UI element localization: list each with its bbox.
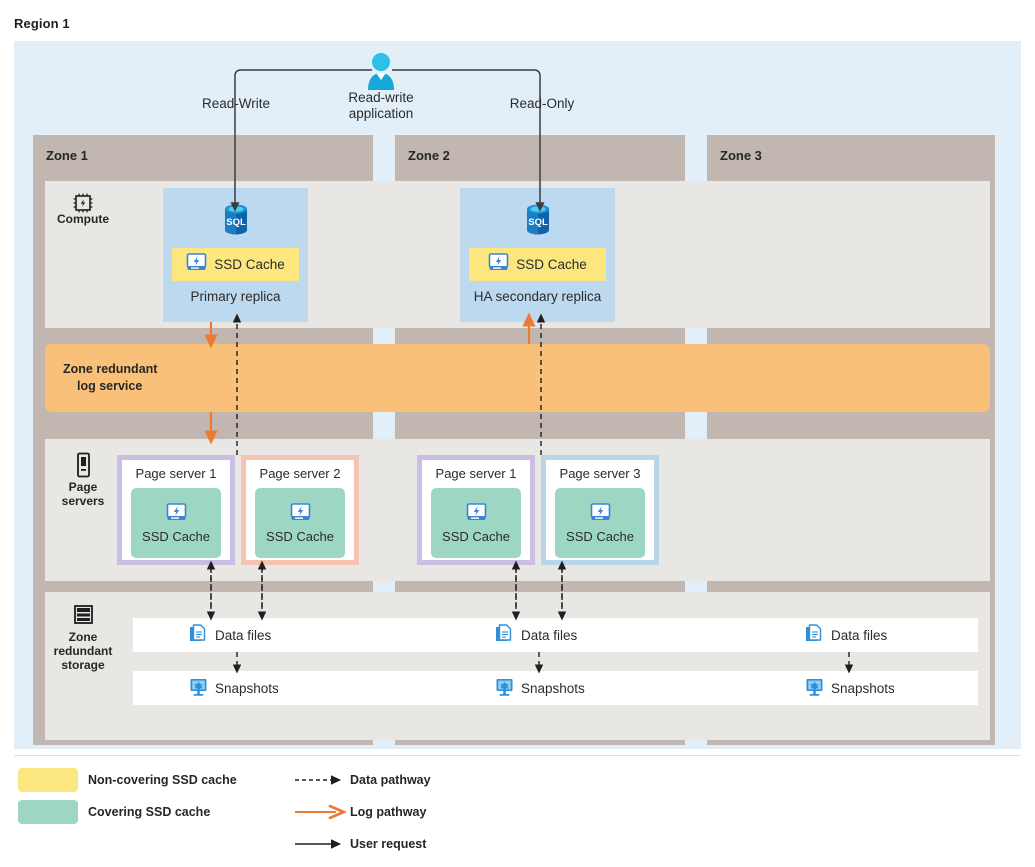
ha-secondary-replica-card[interactable]: SQL SSD Cache HA secondary replica xyxy=(460,188,615,322)
snapshots-label: Snapshots xyxy=(215,680,279,696)
page-servers-label-line1: Page xyxy=(68,480,98,494)
legend-label-data-pathway: Data pathway xyxy=(350,773,431,787)
app-label-line2: application xyxy=(348,106,414,121)
storage-row-label: Zone redundant storage xyxy=(48,630,118,672)
ssd-drive-icon xyxy=(466,502,487,527)
snapshots-cell-1[interactable]: Snapshots xyxy=(189,671,279,705)
log-service-label: Zone redundant log service xyxy=(63,361,157,395)
zone-header-3: Zone 3 xyxy=(707,135,995,175)
log-service-label-line2: log service xyxy=(77,379,143,393)
legend-label-user-request: User request xyxy=(350,837,427,851)
data-files-label: Data files xyxy=(215,627,272,643)
ssd-drive-icon xyxy=(166,502,187,527)
data-files-label: Data files xyxy=(521,627,578,643)
zone-label: Zone 2 xyxy=(408,147,450,163)
user-avatar-icon xyxy=(366,52,396,90)
ssd-drive-icon xyxy=(488,252,509,277)
page-server-ssd-cache: SSD Cache xyxy=(431,488,521,558)
page-server-card-3[interactable]: Page server 1 SSD Cache xyxy=(417,455,535,565)
page-server-card-1[interactable]: Page server 1 SSD Cache xyxy=(117,455,235,565)
data-files-row xyxy=(133,618,978,652)
snapshots-label: Snapshots xyxy=(831,680,895,696)
data-file-icon xyxy=(189,623,208,647)
log-service-label-line1: Zone redundant xyxy=(63,362,158,376)
snapshots-cell-3[interactable]: Snapshots xyxy=(805,671,895,705)
ssd-cache-label: SSD Cache xyxy=(142,529,210,544)
legend-divider xyxy=(14,755,1021,756)
page-server-ssd-cache: SSD Cache xyxy=(255,488,345,558)
snapshot-icon xyxy=(189,677,208,700)
data-file-icon xyxy=(495,623,514,647)
app-label-line1: Read-write xyxy=(348,90,414,105)
ha-secondary-replica-name: HA secondary replica xyxy=(473,289,602,304)
ha-secondary-replica-ssd-cache: SSD Cache xyxy=(469,248,606,281)
log-service-band: Zone redundant log service xyxy=(45,344,990,412)
legend-swatch-covering xyxy=(18,800,78,824)
page-server-card-4[interactable]: Page server 3 SSD Cache xyxy=(541,455,659,565)
data-files-cell-2[interactable]: Data files xyxy=(495,618,577,652)
app-label: Read-write application xyxy=(318,90,444,122)
page-server-title: Page server 3 xyxy=(559,466,641,481)
legend-label-log-pathway: Log pathway xyxy=(350,805,427,819)
snapshots-row xyxy=(133,671,978,705)
page-server-ssd-cache: SSD Cache xyxy=(131,488,221,558)
primary-replica-ssd-cache: SSD Cache xyxy=(172,248,299,281)
sql-database-icon: SQL xyxy=(219,200,253,243)
storage-label-line3: storage xyxy=(61,658,105,672)
page-servers-label-line2: servers xyxy=(61,494,105,508)
sql-database-icon: SQL xyxy=(521,200,555,243)
page-server-title: Page server 2 xyxy=(259,466,341,481)
zone-label: Zone 1 xyxy=(46,147,88,163)
legend-label-covering: Covering SSD cache xyxy=(88,805,211,819)
snapshot-icon xyxy=(495,677,514,700)
snapshots-cell-2[interactable]: Snapshots xyxy=(495,671,585,705)
ssd-cache-label: SSD Cache xyxy=(566,529,634,544)
zone-header-2: Zone 2 xyxy=(395,135,685,175)
server-icon xyxy=(75,452,92,483)
storage-label-line2: redundant xyxy=(53,644,113,658)
data-files-label: Data files xyxy=(831,627,888,643)
ssd-drive-icon xyxy=(590,502,611,527)
zone-label: Zone 3 xyxy=(720,147,762,163)
storage-label-line1: Zone xyxy=(68,630,98,644)
compute-row-label: Compute xyxy=(57,212,109,226)
region-title: Region 1 xyxy=(14,16,70,31)
ssd-cache-label: SSD Cache xyxy=(266,529,334,544)
legend-label-non-covering: Non-covering SSD cache xyxy=(88,773,237,787)
ssd-drive-icon xyxy=(290,502,311,527)
page-server-card-2[interactable]: Page server 2 SSD Cache xyxy=(241,455,359,565)
ssd-drive-icon xyxy=(186,252,207,277)
svg-text:SQL: SQL xyxy=(226,217,246,228)
database-storage-icon xyxy=(73,604,94,631)
page-server-title: Page server 1 xyxy=(435,466,517,481)
page-server-title: Page server 1 xyxy=(135,466,217,481)
legend-swatch-non-covering xyxy=(18,768,78,792)
primary-replica-name: Primary replica xyxy=(190,289,281,304)
read-only-label: Read-Only xyxy=(509,96,575,111)
ssd-cache-label: SSD Cache xyxy=(214,257,285,272)
data-files-cell-1[interactable]: Data files xyxy=(189,618,271,652)
data-files-cell-3[interactable]: Data files xyxy=(805,618,887,652)
cpu-chip-icon xyxy=(72,192,94,219)
ssd-cache-label: SSD Cache xyxy=(516,257,587,272)
page-server-ssd-cache: SSD Cache xyxy=(555,488,645,558)
ssd-cache-label: SSD Cache xyxy=(442,529,510,544)
snapshot-icon xyxy=(805,677,824,700)
data-file-icon xyxy=(805,623,824,647)
primary-replica-card[interactable]: SQL SSD Cache Primary replica xyxy=(163,188,308,322)
svg-text:SQL: SQL xyxy=(528,217,548,228)
page-servers-row-label: Page servers xyxy=(48,480,118,508)
read-write-label: Read-Write xyxy=(201,96,271,111)
snapshots-label: Snapshots xyxy=(521,680,585,696)
zone-header-1: Zone 1 xyxy=(33,135,373,175)
storage-band xyxy=(45,592,990,740)
